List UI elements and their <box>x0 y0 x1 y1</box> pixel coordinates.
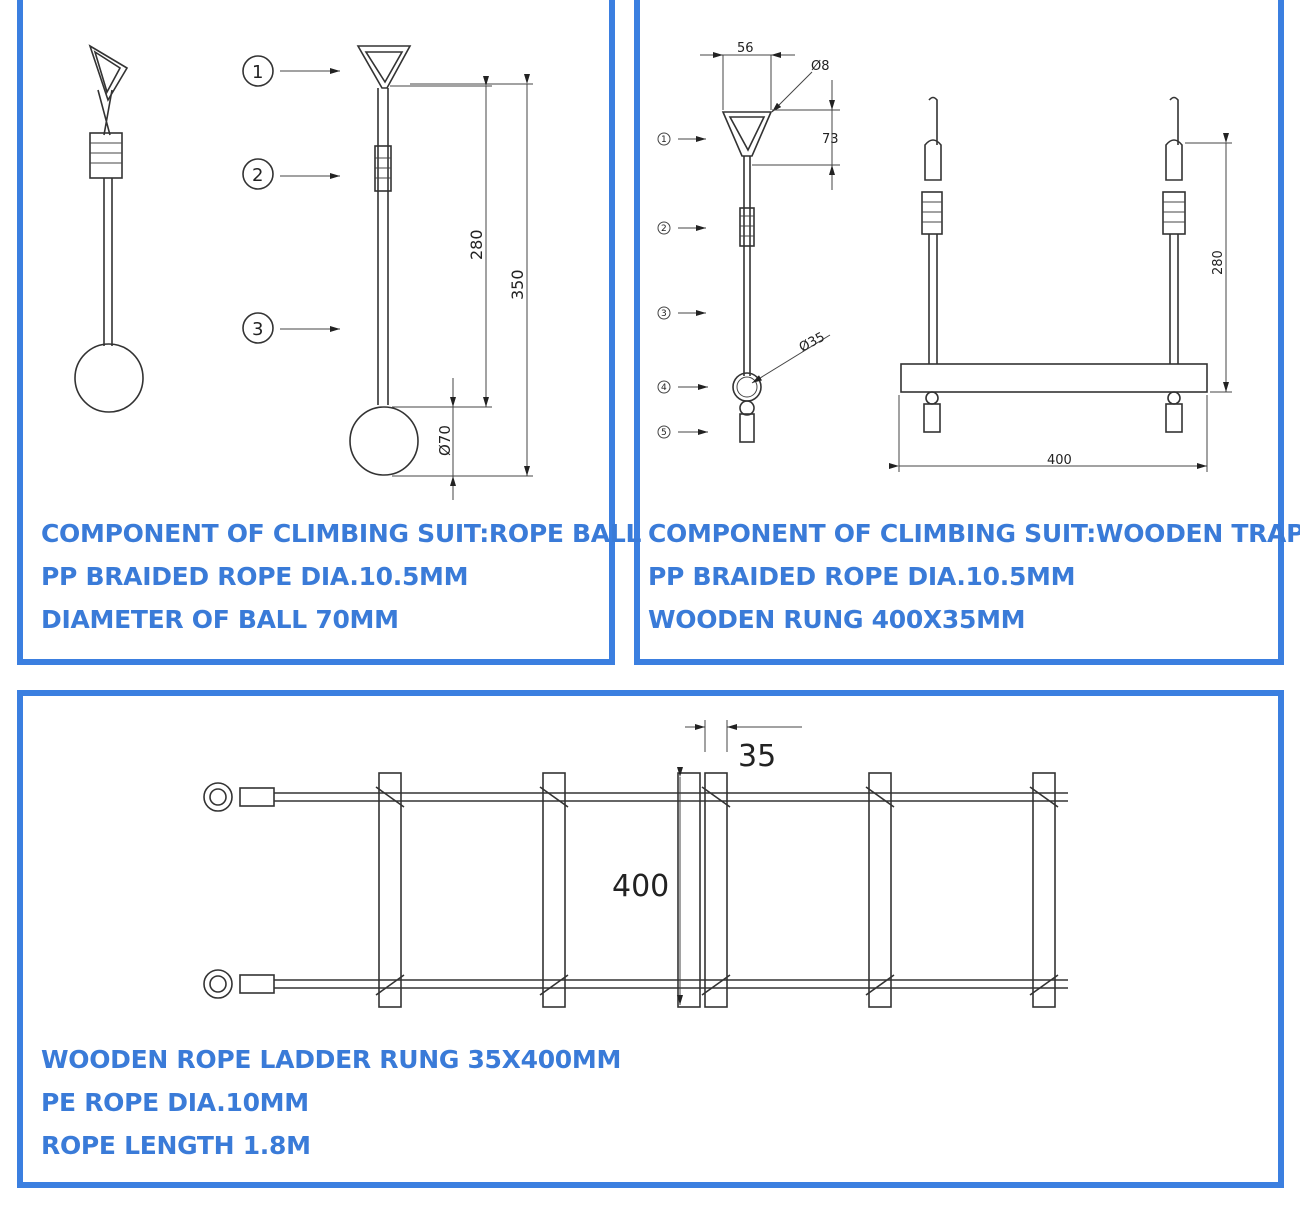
panel-rope-ball <box>17 0 615 665</box>
dim-35: 35 <box>738 739 776 774</box>
dim-280: 280 <box>467 229 486 260</box>
dim-ball-diameter: Ø70 <box>436 425 454 456</box>
panel-ladder <box>17 690 1284 1188</box>
rope-ball-perspective-drawing <box>74 44 144 413</box>
callout-1: 1 <box>661 135 667 145</box>
caption-line: PP BRAIDED ROPE DIA.10.5MM <box>41 562 469 591</box>
ladder-caption: WOODEN ROPE LADDER RUNG 35X400MM PE ROPE… <box>41 1038 621 1167</box>
caption-line: PE ROPE DIA.10MM <box>41 1088 309 1117</box>
caption-line: ROPE LENGTH 1.8M <box>41 1131 311 1160</box>
callout-1: 1 <box>252 62 263 83</box>
rope-ball-caption: COMPONENT OF CLIMBING SUIT:ROPE BALL PP … <box>41 512 641 641</box>
caption-line: DIAMETER OF BALL 70MM <box>41 605 399 634</box>
trapeze-full-drawing: 280 400 <box>889 96 1232 472</box>
dim-56: 56 <box>737 41 754 56</box>
callout-3: 3 <box>661 309 667 319</box>
dim-73: 73 <box>822 132 839 147</box>
callouts: 1 2 3 4 5 <box>657 132 708 439</box>
dim-400: 400 <box>1047 453 1072 468</box>
dim-400: 400 <box>612 869 669 904</box>
callout-3: 3 <box>252 319 263 340</box>
caption-line: COMPONENT OF CLIMBING SUIT:WOODEN TRAPEZ… <box>648 519 1300 548</box>
caption-line: WOODEN RUNG 400X35MM <box>648 605 1026 634</box>
callout-5: 5 <box>661 428 667 438</box>
panel-trapeze <box>634 0 1284 665</box>
trapeze-handle-drawing: 56 Ø8 73 Ø35 1 2 3 4 5 <box>657 41 840 443</box>
rope-ball-side-drawing: 280 350 Ø70 1 2 3 <box>242 45 533 500</box>
caption-line: PP BRAIDED ROPE DIA.10.5MM <box>648 562 1076 591</box>
caption-line: COMPONENT OF CLIMBING SUIT:ROPE BALL <box>41 519 642 548</box>
callouts: 1 2 3 <box>242 55 340 344</box>
callout-4: 4 <box>661 383 667 393</box>
dim-wire-dia: Ø8 <box>811 59 830 74</box>
callout-2: 2 <box>252 165 263 186</box>
trapeze-caption: COMPONENT OF CLIMBING SUIT:WOODEN TRAPEZ… <box>648 512 1300 641</box>
dim-280: 280 <box>1211 250 1226 275</box>
dim-350: 350 <box>508 269 527 300</box>
callout-2: 2 <box>661 224 667 234</box>
dim-ball-dia: Ø35 <box>797 330 828 356</box>
caption-line: WOODEN ROPE LADDER RUNG 35X400MM <box>41 1045 622 1074</box>
rope-ladder-drawing: 400 35 <box>203 720 1068 1008</box>
